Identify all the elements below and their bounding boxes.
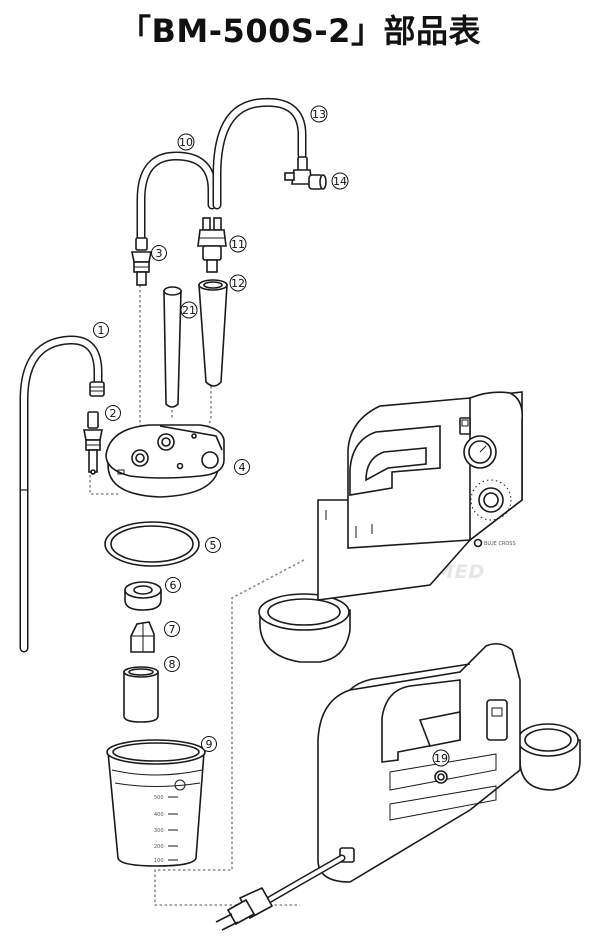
callout-5: 5: [205, 537, 221, 553]
part-4-cap: [105, 424, 225, 498]
part-7-float: [130, 621, 155, 653]
power-cord: [215, 847, 355, 931]
part-6-seal: [124, 581, 162, 611]
svg-text:5: 5: [210, 539, 217, 552]
svg-text:19: 19: [434, 752, 448, 765]
callout-10: 10: [177, 133, 195, 151]
svg-text:9: 9: [206, 738, 213, 751]
scale-500: 500: [154, 795, 164, 801]
part-10-tube: [136, 151, 217, 245]
svg-text:8: 8: [169, 658, 176, 671]
callout-11: 11: [229, 235, 247, 253]
svg-text:14: 14: [333, 175, 347, 188]
svg-text:7: 7: [169, 623, 176, 636]
part-1-tube: [19, 335, 105, 653]
svg-text:12: 12: [231, 277, 245, 290]
svg-text:1: 1: [98, 324, 105, 337]
page-title: 「BM-500S-2」部品表: [119, 12, 481, 50]
callout-7: 7: [164, 621, 180, 637]
svg-text:21: 21: [182, 304, 196, 317]
callout-12: 12: [229, 274, 247, 292]
part-8-float-cage: [123, 666, 159, 723]
scale-400: 400: [154, 812, 164, 818]
svg-text:4: 4: [239, 461, 246, 474]
callout-1: 1: [93, 322, 109, 338]
suction-unit-front: BLUE CROSS: [258, 391, 524, 663]
callout-13: 13: [310, 105, 328, 123]
part-12-filter-tube: [198, 279, 228, 387]
scale-200: 200: [154, 844, 164, 850]
part-14-elbow-connector: [284, 156, 327, 190]
scale-300: 300: [154, 828, 164, 834]
callout-3: 3: [151, 245, 167, 261]
callout-14: 14: [331, 172, 349, 190]
callout-6: 6: [165, 577, 181, 593]
part-2-connector: [83, 411, 103, 475]
callout-4: 4: [234, 459, 250, 475]
callout-2: 2: [105, 405, 121, 421]
svg-text:10: 10: [179, 136, 193, 149]
part-11-valve-connector: [197, 217, 227, 273]
svg-text:13: 13: [312, 108, 326, 121]
svg-text:11: 11: [231, 238, 245, 251]
callout-8: 8: [164, 656, 180, 672]
part-13-tube: [212, 97, 307, 210]
brand-label: BLUE CROSS: [484, 541, 516, 547]
part-3-connector: [131, 237, 152, 286]
part-21-rod-tube: [163, 286, 182, 408]
callout-19: 19: [432, 749, 450, 767]
callout-21: 21: [180, 301, 198, 319]
svg-text:2: 2: [110, 407, 117, 420]
part-5-gasket: [104, 521, 200, 567]
beaker-scale: 500 400 300 200 100: [154, 795, 178, 864]
callout-9: 9: [201, 736, 217, 752]
part-9-beaker: 500 400 300 200 100: [106, 739, 206, 867]
suction-unit-rear: [317, 642, 581, 883]
svg-text:6: 6: [170, 579, 177, 592]
svg-text:3: 3: [156, 247, 163, 260]
scale-100: 100: [154, 858, 164, 864]
